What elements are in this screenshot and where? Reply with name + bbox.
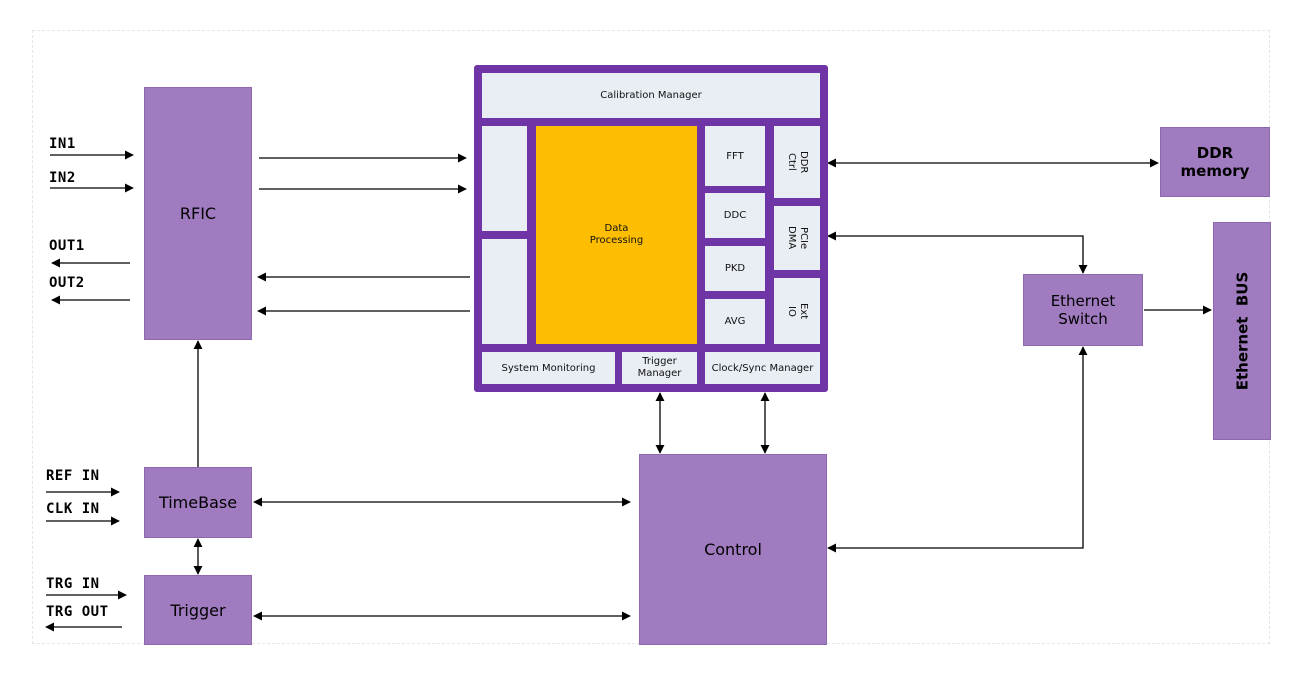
system-monitoring-cell: System Monitoring — [482, 352, 615, 384]
fpga-block: Calibration Manager Data Processing FFT … — [474, 65, 828, 392]
ext-io-label: Ext IO — [786, 302, 809, 320]
ethernet-bus-block: Ethernet BUS — [1213, 222, 1271, 440]
clock-sync-manager-cell: Clock/Sync Manager — [705, 352, 820, 384]
ddc-cell: DDC — [705, 193, 765, 238]
data-processing-cell: Data Processing — [536, 126, 697, 344]
pkd-cell: PKD — [705, 246, 765, 291]
ddr-ctrl-cell: DDR Ctrl — [774, 126, 820, 198]
data-processing-label: Data Processing — [589, 223, 644, 246]
avg-cell: AVG — [705, 299, 765, 344]
rfic-block: RFIC — [144, 87, 252, 340]
signal-ref-in-label: REF IN — [46, 468, 100, 484]
signal-out2-label: OUT2 — [49, 275, 85, 291]
pkd-label: PKD — [724, 263, 746, 274]
ethernet-switch-label: Ethernet Switch — [1050, 292, 1116, 328]
ext-io-cell: Ext IO — [774, 278, 820, 344]
control-block: Control — [639, 454, 827, 645]
trigger-label: Trigger — [170, 600, 226, 620]
signal-out1-label: OUT1 — [49, 238, 85, 254]
avg-label: AVG — [724, 316, 746, 327]
ethernet-switch-block: Ethernet Switch — [1023, 274, 1143, 346]
ddr-memory-block: DDR memory — [1160, 127, 1270, 197]
timebase-block: TimeBase — [144, 467, 252, 538]
calibration-manager-label: Calibration Manager — [600, 90, 702, 101]
pcie-dma-cell: PCIe DMA — [774, 206, 820, 270]
system-monitoring-label: System Monitoring — [501, 362, 596, 374]
ethernet-bus-label: Ethernet BUS — [1233, 271, 1251, 391]
fft-label: FFT — [726, 150, 744, 162]
trigger-manager-label: Trigger Manager — [637, 356, 682, 379]
trigger-block: Trigger — [144, 575, 252, 645]
pcie-dma-label: PCIe DMA — [786, 226, 809, 250]
signal-trg-in-label: TRG IN — [46, 576, 100, 592]
signal-in1-label: IN1 — [49, 136, 76, 152]
timebase-label: TimeBase — [158, 493, 238, 512]
calibration-manager-cell: Calibration Manager — [482, 73, 820, 118]
ddr-ctrl-label: DDR Ctrl — [786, 150, 809, 174]
io-buffer-cell-upper — [482, 126, 527, 231]
rfic-label: RFIC — [179, 204, 217, 223]
signal-clk-in-label: CLK IN — [46, 501, 100, 517]
control-label: Control — [704, 540, 762, 559]
trigger-manager-cell: Trigger Manager — [622, 352, 697, 384]
clock-sync-manager-label: Clock/Sync Manager — [711, 362, 814, 374]
io-buffer-cell-lower — [482, 239, 527, 344]
ddc-label: DDC — [723, 210, 747, 221]
ddr-memory-label: DDR memory — [1180, 144, 1250, 180]
fft-cell: FFT — [705, 126, 765, 186]
signal-in2-label: IN2 — [49, 170, 76, 186]
signal-trg-out-label: TRG OUT — [46, 604, 109, 620]
